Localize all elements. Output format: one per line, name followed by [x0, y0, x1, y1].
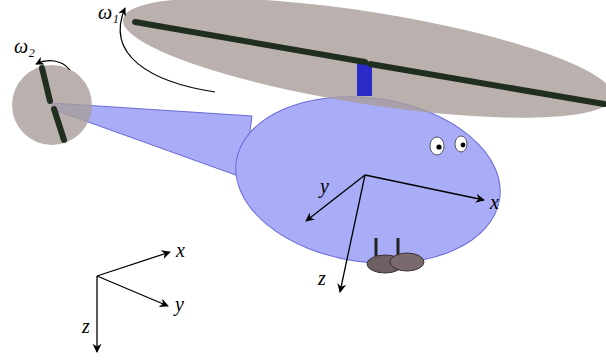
- tail-rotor-disc: [12, 65, 92, 145]
- axis: [340, 175, 365, 292]
- axis: [96, 276, 97, 352]
- axis-label: z: [82, 316, 90, 336]
- axis-label: x: [176, 240, 185, 260]
- axis: [97, 252, 170, 276]
- rotor-mast: [357, 62, 372, 96]
- pupil: [436, 144, 441, 149]
- tail-blade: [54, 109, 64, 140]
- pupil: [461, 143, 466, 148]
- axis-label: x: [490, 192, 499, 212]
- tail-blade: [42, 68, 50, 101]
- rotor-blade: [370, 64, 604, 104]
- axis: [97, 276, 168, 306]
- leg: [375, 238, 378, 256]
- shoe: [390, 253, 424, 271]
- axis-label: y: [175, 294, 184, 314]
- angular-velocity-label: ω₂: [14, 36, 35, 56]
- axis: [365, 175, 484, 200]
- angular-velocity-label: ω₁: [98, 2, 119, 22]
- rotation-arrow: [120, 8, 215, 92]
- main-rotor-disc: [116, 0, 606, 142]
- rotor-blade: [135, 22, 365, 62]
- eye: [430, 137, 444, 155]
- rotation-arrow: [36, 61, 70, 70]
- leg: [397, 238, 400, 256]
- axis-label: z: [318, 268, 326, 288]
- eye: [455, 136, 467, 152]
- axis-label: y: [320, 176, 329, 196]
